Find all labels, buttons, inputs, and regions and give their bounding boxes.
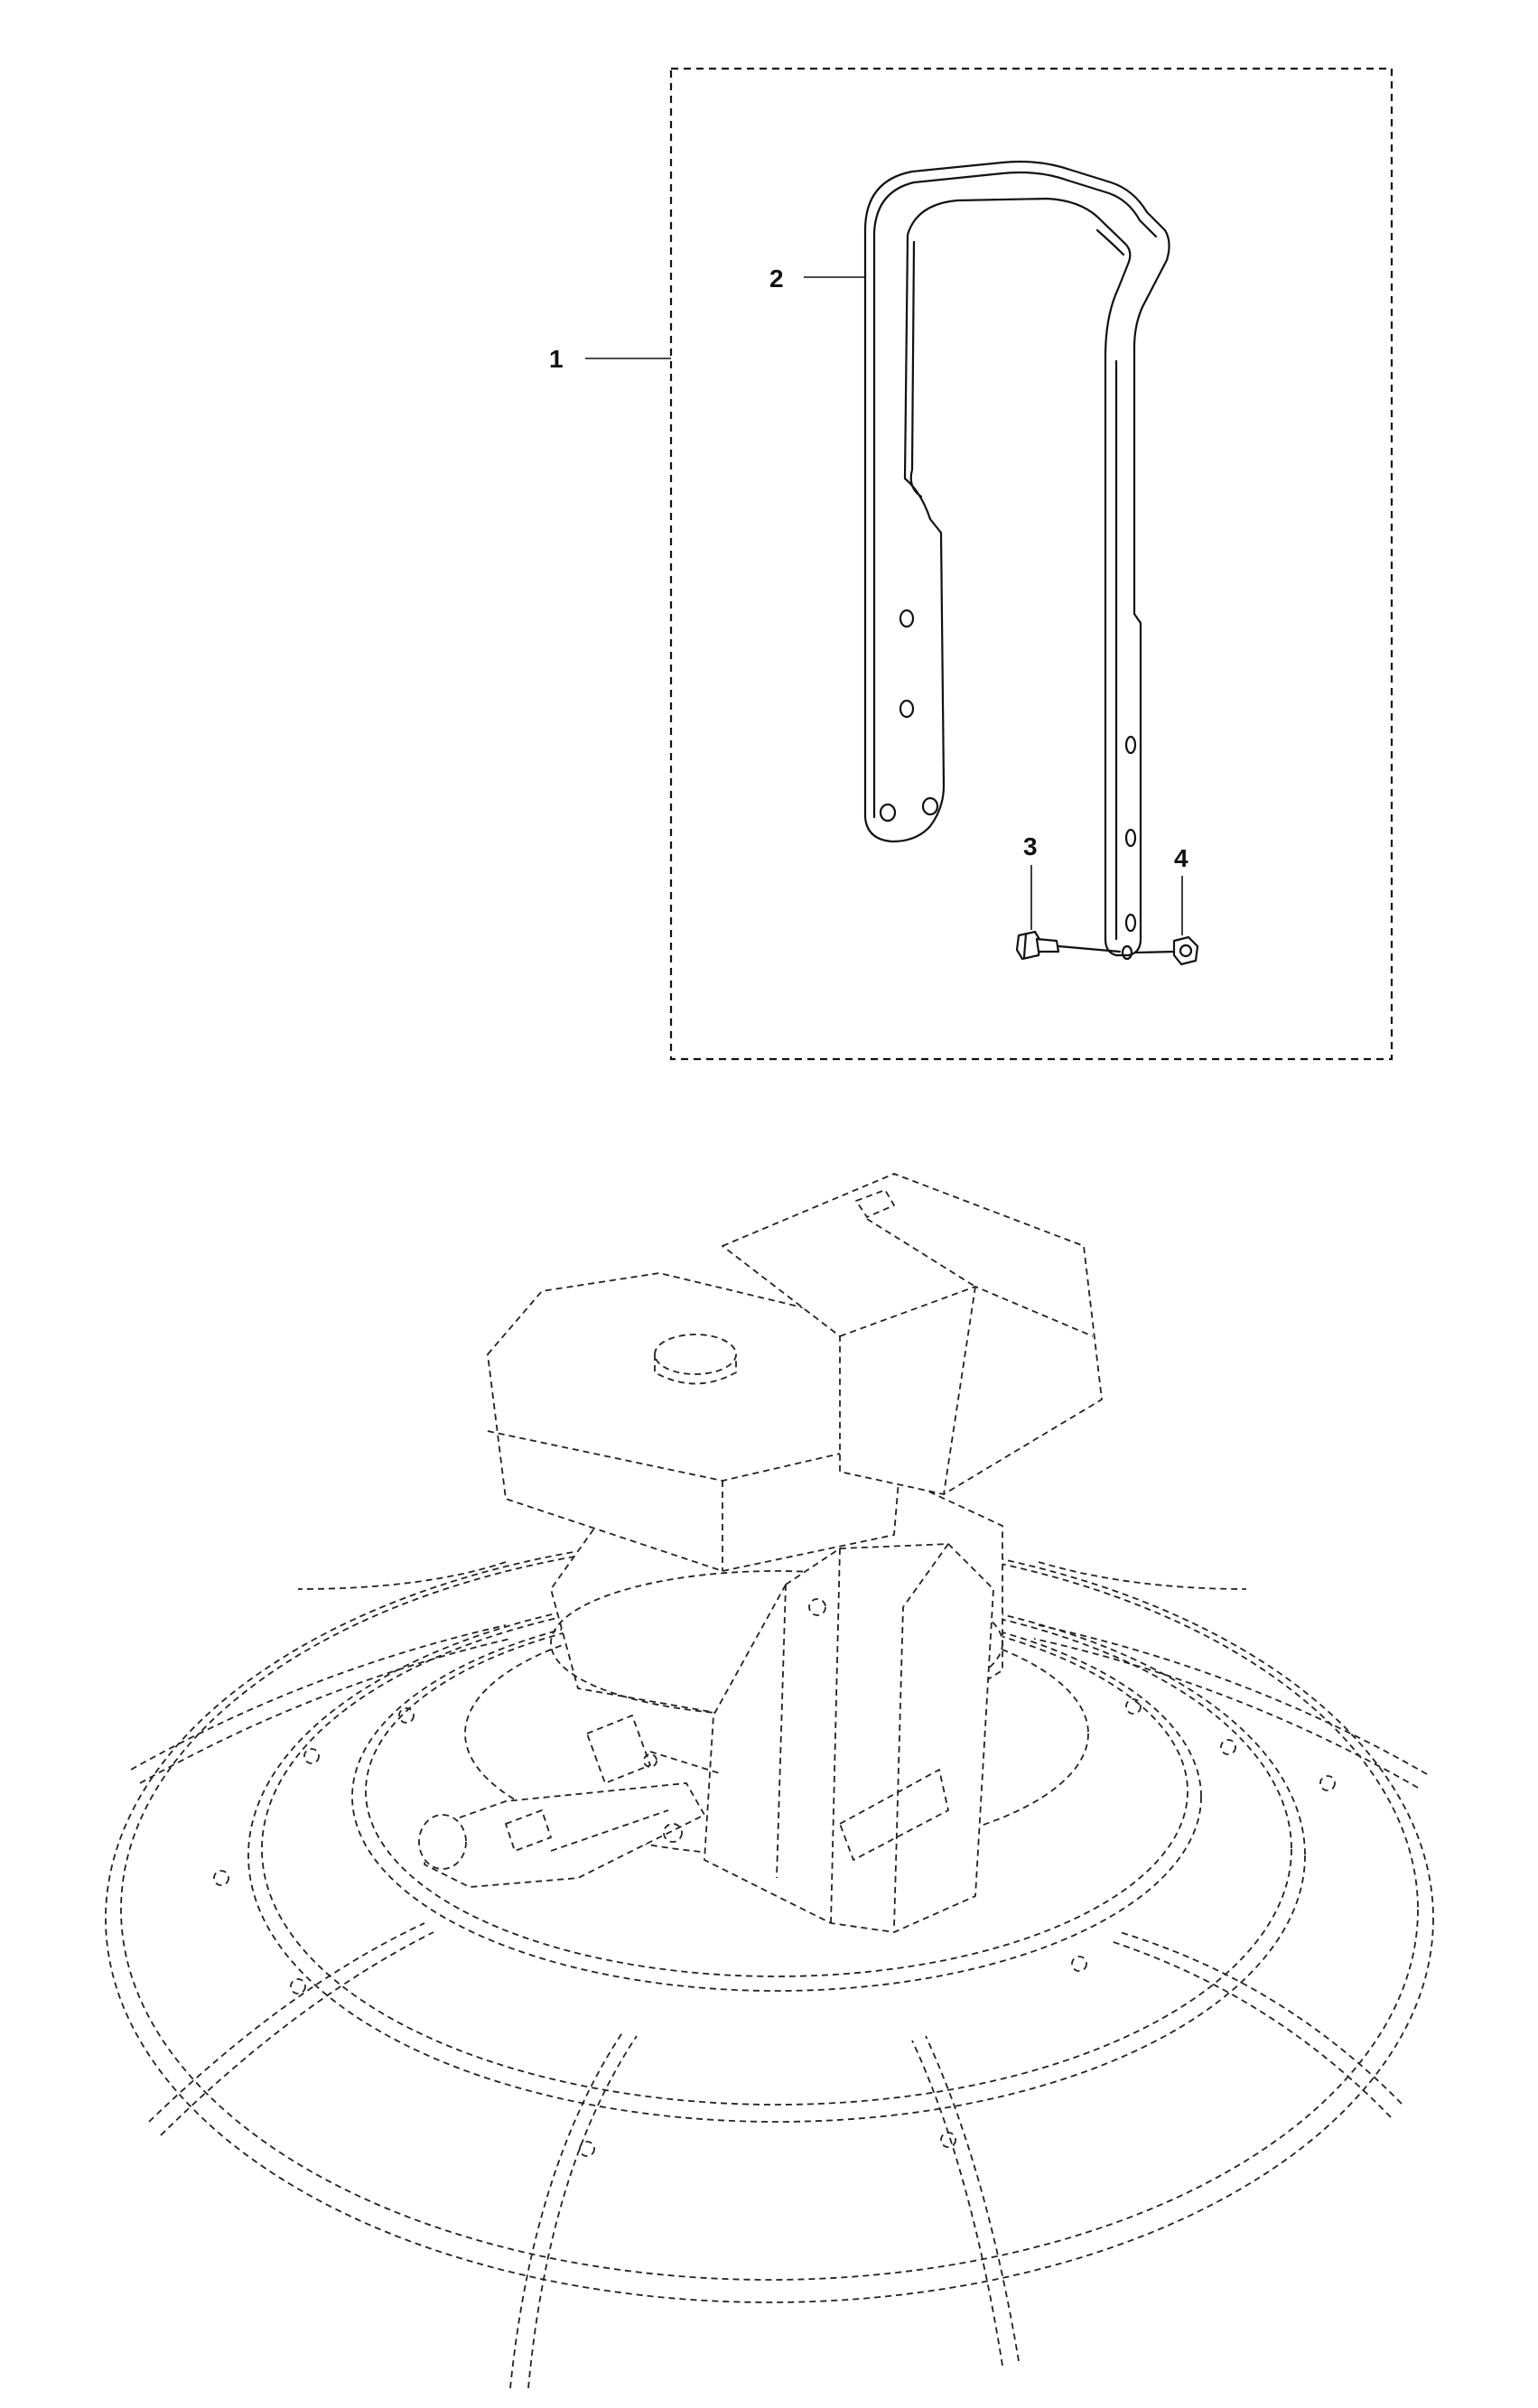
callout-1: 1	[549, 345, 671, 373]
callout-4: 4	[1174, 844, 1188, 935]
callout-2: 2	[769, 265, 865, 293]
callout-1-label: 1	[549, 345, 564, 373]
nut	[1134, 935, 1199, 966]
callout-2-label: 2	[769, 265, 784, 293]
bolt	[1015, 930, 1122, 961]
callout-3-label: 3	[1023, 832, 1038, 860]
power-trowel-reference	[105, 1173, 1434, 2389]
callout-4-label: 4	[1174, 844, 1188, 872]
kit-boundary-box	[669, 67, 1394, 1061]
handle-bar	[863, 160, 1170, 961]
callout-3: 3	[1023, 832, 1038, 930]
